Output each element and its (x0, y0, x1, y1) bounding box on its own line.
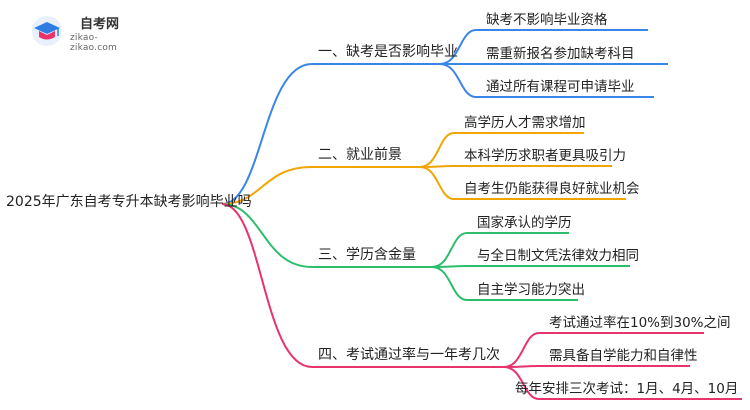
branch-4-leaf-3: 每年安排三次考试：1月、4月、10月 (515, 381, 739, 397)
branch-2-label: 二、就业前景 (318, 147, 402, 163)
branch-3-leaf-2-connector (431, 265, 468, 268)
branch-4-leaf-1: 考试通过率在10%到30%之间 (549, 315, 731, 331)
branch-3-leaf-1-connector (431, 232, 468, 268)
branch-3-connector (221, 203, 313, 268)
branch-2-leaf-2: 本科学历求职者更具吸引力 (464, 148, 626, 164)
logo-url: zikao-zikao.com (70, 33, 118, 53)
logo-name: 自考网 (80, 17, 120, 32)
branch-3-leaf-3-connector (431, 266, 468, 301)
branch-1-leaf-2: 需重新报名参加缺考科目 (486, 46, 635, 62)
branch-2-leaf-1: 高学历人才需求增加 (464, 115, 586, 131)
branch-1-leaf-3: 通过所有课程可申请毕业 (486, 79, 635, 95)
branch-2-leaf-3: 自考生仍能获得良好就业机会 (464, 181, 640, 197)
branch-2-leaf-3-connector (419, 166, 455, 200)
root-topic: 2025年广东自考专升本缺考影响毕业吗 (6, 194, 252, 210)
branch-4-connector (221, 203, 313, 368)
branch-2-leaf-2-connector (419, 165, 455, 168)
branch-3-leaf-3: 自主学习能力突出 (477, 282, 585, 298)
branch-4-leaf-2-connector (503, 365, 540, 368)
site-logo[interactable]: 自考网 zikao-zikao.com (30, 12, 140, 53)
branch-4-label: 四、考试通过率与一年考几次 (318, 347, 500, 363)
branch-3-leaf-2: 与全日制文凭法律效力相同 (477, 248, 639, 264)
graduation-cap-icon (32, 16, 62, 46)
branch-1-connector (221, 63, 313, 205)
branch-3-label: 三、学历含金量 (318, 247, 416, 263)
branch-1-label: 一、缺考是否影响毕业 (318, 44, 458, 60)
branch-2-connector (221, 166, 313, 205)
branch-2-leaf-1-connector (419, 132, 455, 168)
branch-1-leaf-1: 缺考不影响毕业资格 (486, 12, 608, 28)
branch-4-leaf-3-connector (503, 366, 540, 400)
branch-1-leaf-3-connector (439, 63, 477, 98)
branch-3-leaf-1: 国家承认的学历 (477, 215, 572, 231)
branch-4-leaf-2: 需具备自学能力和自律性 (549, 348, 698, 364)
branch-4-leaf-1-connector (503, 332, 540, 368)
